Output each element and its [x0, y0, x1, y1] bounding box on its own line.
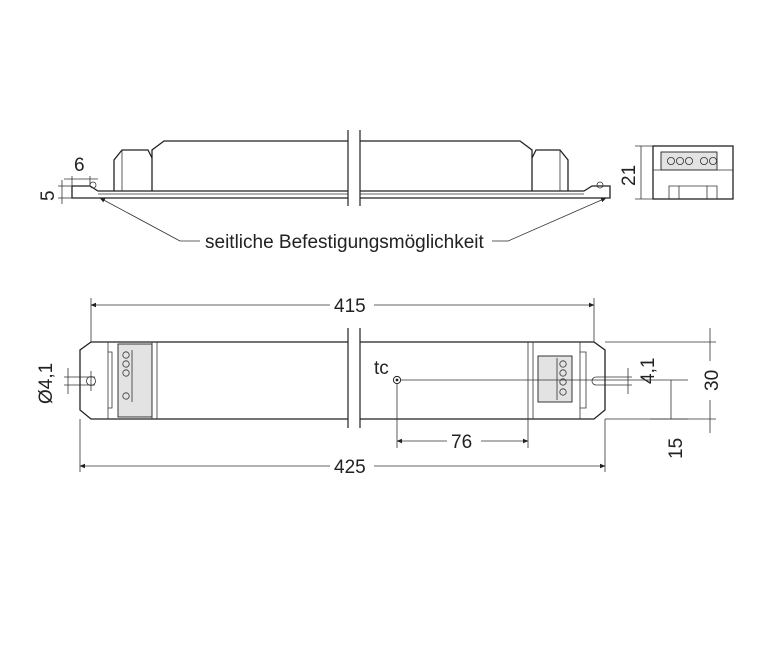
- top-view-outline: [79, 341, 606, 420]
- top-view-break-marks: [347, 328, 361, 428]
- dim-tc-offset: 76: [396, 384, 529, 453]
- dim-overall-outer: 425: [79, 419, 606, 478]
- side-mounting-hole-left: [89, 181, 97, 189]
- side-view: 6 5 seitliche Befestigungsmöglichkeit: [38, 130, 611, 253]
- dim-hole-diameter: Ø4,1: [36, 363, 95, 404]
- right-terminal-block: [537, 355, 573, 403]
- dim-overall-inner-label: 415: [334, 296, 366, 317]
- dim-tc-height-label: 15: [666, 438, 687, 459]
- right-terminal-contacts: [556, 358, 567, 400]
- dim-overall-outer-label: 425: [334, 457, 366, 478]
- left-terminal-contacts: [122, 350, 133, 402]
- dim-end-height: 21: [619, 145, 653, 200]
- side-view-base-plate: [71, 185, 611, 199]
- top-view: tc 415 425 Ø4,1: [36, 296, 723, 478]
- dim-hole-diameter-label: Ø4,1: [36, 363, 57, 404]
- tc-point: tc: [374, 358, 402, 385]
- end-view-housing: [652, 145, 734, 200]
- end-view: 21: [619, 145, 734, 200]
- top-view-left-end: [86, 342, 158, 419]
- dim-overall-inner: 415: [90, 296, 595, 342]
- dim-end-height-label: 21: [619, 165, 640, 186]
- tc-label: tc: [374, 358, 389, 379]
- side-view-break-marks: [347, 130, 361, 206]
- side-mounting-hole-right: [596, 181, 604, 189]
- side-view-housing: [151, 140, 533, 191]
- side-view-terminal-right: [531, 149, 569, 191]
- dim-slot-width-label: 4,1: [638, 358, 659, 384]
- mounting-slot-right: [591, 376, 605, 386]
- end-view-contacts: [667, 156, 718, 165]
- dim-slot-width: 4,1: [605, 358, 659, 394]
- dim-lug-width: 6: [64, 155, 98, 186]
- dim-tc-offset-label: 76: [451, 432, 472, 453]
- mounting-callout: seitliche Befestigungsmöglichkeit: [99, 197, 607, 253]
- dim-plate-thickness: 5: [38, 180, 72, 204]
- dim-tc-height: 15: [401, 379, 688, 459]
- side-view-terminal-left: [113, 149, 153, 191]
- dim-lug-width-label: 6: [74, 155, 85, 176]
- top-view-right-end: [527, 342, 605, 419]
- mounting-callout-label: seitliche Befestigungsmöglichkeit: [205, 232, 485, 253]
- dim-plate-thickness-label: 5: [38, 190, 59, 201]
- end-view-terminal: [660, 151, 718, 171]
- dim-body-height: 30: [605, 328, 723, 433]
- dim-body-height-label: 30: [702, 370, 723, 391]
